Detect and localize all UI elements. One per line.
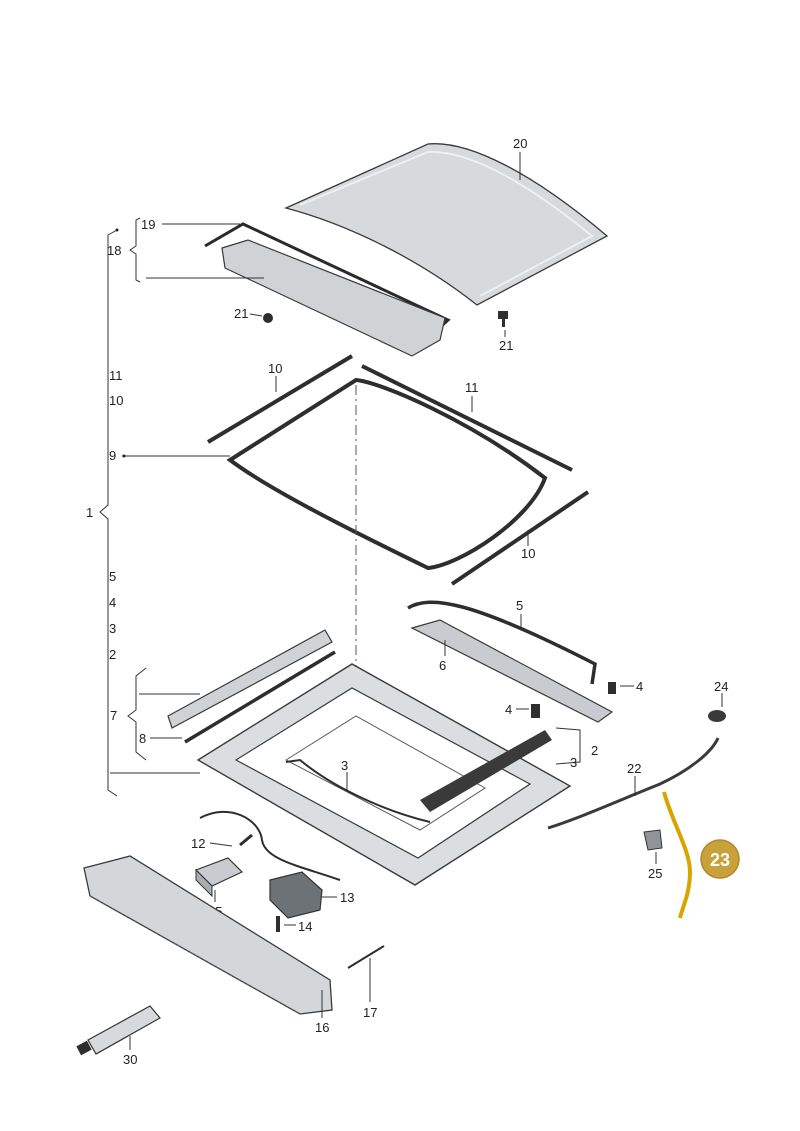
leader-line	[249, 313, 263, 317]
callout-1: 1	[86, 505, 93, 520]
seal-strip-part[interactable]	[450, 490, 590, 586]
badge-23-label: 23	[710, 850, 730, 870]
callout-11a: 11	[109, 368, 123, 383]
callout-9: 9	[109, 448, 116, 463]
glass-panel-part[interactable]	[284, 143, 609, 306]
callout-10b: 10	[268, 361, 282, 376]
callout-24: 24	[714, 679, 728, 694]
grommet-part[interactable]	[708, 710, 726, 722]
seal-strip-part[interactable]	[361, 364, 573, 472]
highlighted-hose-23-part[interactable]	[662, 791, 693, 919]
callout-13: 13	[340, 890, 354, 905]
callout-21b: 21	[499, 338, 513, 353]
callout-3b: 3	[570, 755, 577, 770]
part-23-badge[interactable]: 23	[700, 839, 740, 879]
cable-part[interactable]	[285, 758, 431, 823]
callout-6: 6	[439, 658, 446, 673]
screw-part[interactable]	[263, 313, 273, 323]
callout-30: 30	[123, 1052, 137, 1067]
bracket-1	[99, 229, 118, 797]
screw-part[interactable]	[531, 704, 540, 718]
side-strip-part[interactable]	[167, 629, 333, 729]
grease-tube-part[interactable]	[76, 1005, 161, 1056]
bracket-18	[129, 217, 141, 283]
callout-14: 14	[298, 919, 312, 934]
callout-21a: 21	[234, 306, 248, 321]
callout-5b: 5	[516, 598, 523, 613]
guide-rail-part[interactable]	[407, 600, 597, 685]
callout-8: 8	[139, 731, 146, 746]
callout-7: 7	[110, 708, 117, 723]
callout-19: 19	[141, 217, 155, 232]
bracket-7	[127, 667, 147, 761]
callout-10c: 10	[521, 546, 535, 561]
leader-line	[209, 842, 233, 847]
guide-rail-part[interactable]	[410, 619, 614, 723]
callout-4b: 4	[636, 679, 643, 694]
connector-part[interactable]	[239, 833, 253, 847]
seal-strip-part[interactable]	[206, 354, 354, 444]
frame-seal-part[interactable]	[226, 377, 548, 571]
callout-3a: 3	[109, 621, 116, 636]
callout-17: 17	[363, 1005, 377, 1020]
callout-20: 20	[513, 136, 527, 151]
callout-5a: 5	[109, 569, 116, 584]
callout-18: 18	[107, 243, 121, 258]
sunshade-part[interactable]	[83, 855, 333, 1015]
motor-part[interactable]	[269, 871, 323, 919]
bracket-2	[555, 727, 581, 765]
deflector-seal-part[interactable]	[204, 222, 451, 357]
callout-22: 22	[627, 761, 641, 776]
callout-11b: 11	[465, 380, 479, 395]
drain-hose-part[interactable]	[547, 737, 720, 830]
screw-part[interactable]	[498, 311, 508, 327]
callout-25: 25	[648, 866, 662, 881]
callout-16: 16	[315, 1020, 329, 1035]
sunroof-frame-part[interactable]	[196, 663, 572, 886]
trim-clip-part[interactable]	[347, 945, 385, 969]
callout-2b: 2	[591, 743, 598, 758]
clip-part[interactable]	[643, 829, 663, 851]
callout-12: 12	[191, 836, 205, 851]
screw-part[interactable]	[276, 916, 280, 932]
callout-4a: 4	[109, 595, 116, 610]
callout-2a: 2	[109, 647, 116, 662]
screw-part[interactable]	[608, 682, 616, 694]
callout-10a: 10	[109, 393, 123, 408]
callout-4c: 4	[505, 702, 512, 717]
side-strip-part[interactable]	[184, 650, 336, 744]
callout-3c: 3	[341, 758, 348, 773]
control-module-part[interactable]	[194, 857, 244, 898]
wiring-harness-part[interactable]	[199, 810, 341, 881]
